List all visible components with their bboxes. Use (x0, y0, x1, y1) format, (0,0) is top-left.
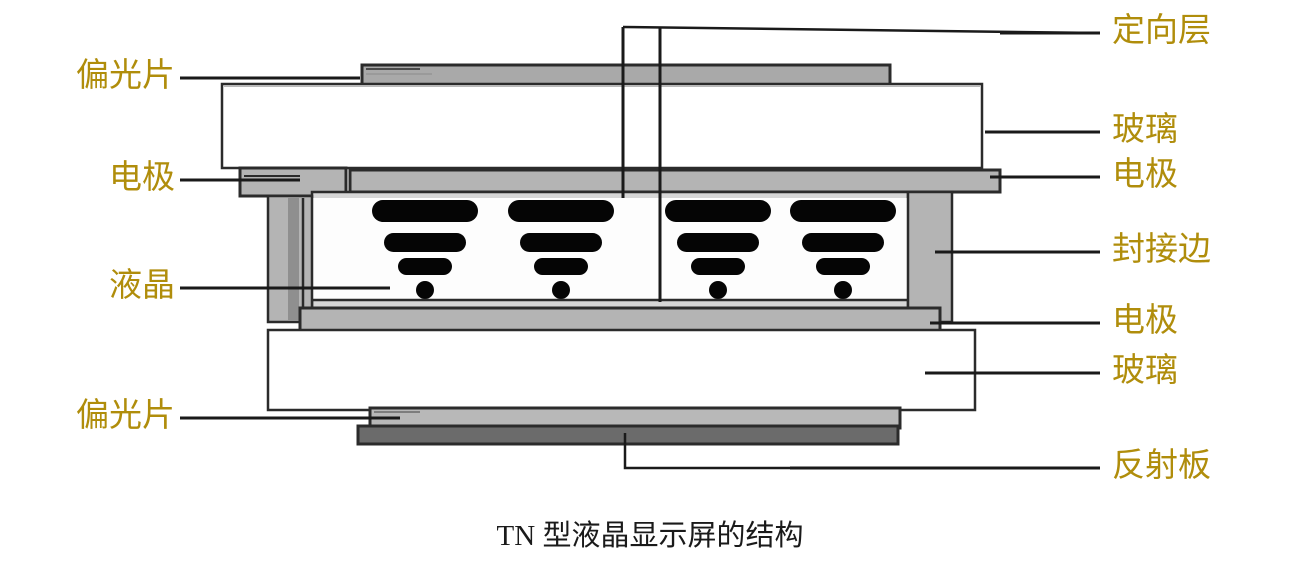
lc-molecule (508, 200, 614, 222)
lc-molecule (552, 281, 570, 299)
lc-molecule (665, 200, 771, 222)
layer-seal-edge-left (266, 194, 314, 324)
lc-molecule (677, 233, 759, 252)
lc-molecule (416, 281, 434, 299)
label-glass-bottom: 玻璃 (1112, 351, 1178, 388)
lc-molecule (790, 200, 896, 222)
lc-molecule (520, 233, 602, 252)
layer-reflector (356, 424, 900, 446)
lc-molecule (816, 258, 870, 275)
figure-caption: TN 型液晶显示屏的结构 (496, 520, 804, 552)
label-seal-edge: 封接边 (1112, 230, 1211, 267)
lc-molecule (398, 258, 452, 275)
label-polarizer-top: 偏光片 (76, 56, 175, 93)
lc-molecule (802, 233, 884, 252)
label-electrode-top: 电极 (109, 158, 175, 195)
layer-electrode-bottom (298, 306, 942, 333)
layer-glass-bottom (266, 328, 977, 412)
layer-glass-top (220, 82, 984, 170)
label-electrode-lower: 电极 (1112, 301, 1178, 338)
leader-lines-right (790, 31, 1100, 470)
layer-electrode-top (238, 166, 1002, 198)
label-alignment-layer: 定向层 (1112, 11, 1211, 48)
lc-molecule (372, 200, 478, 222)
lc-molecule (384, 233, 466, 252)
label-reflector: 反射板 (1112, 446, 1211, 483)
label-electrode-upper: 电极 (1112, 155, 1178, 192)
leader-lines-left (180, 76, 400, 420)
lc-molecule (834, 281, 852, 299)
lc-molecule (709, 281, 727, 299)
liquid-crystal-molecules (372, 200, 896, 299)
layer-seal-edge-right (906, 190, 954, 324)
label-polarizer-bottom: 偏光片 (76, 396, 175, 433)
layer-polarizer-bottom (368, 406, 902, 430)
label-liquid-crystal: 液晶 (109, 266, 175, 303)
lc-molecule (691, 258, 745, 275)
lc-molecule (534, 258, 588, 275)
label-glass-top: 玻璃 (1112, 110, 1178, 147)
